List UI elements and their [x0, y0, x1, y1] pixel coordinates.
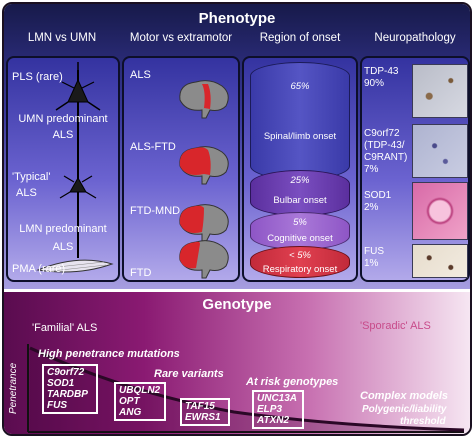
bulbar-onset-percent: 25% [290, 175, 310, 186]
neuropathology-panel: TDP-43 90% C9orf72 (TDP-43/ C9RANT) 7% S… [360, 56, 470, 282]
gene-label: EWRS1 [185, 412, 221, 423]
complex-models-detail-2: threshold [400, 416, 446, 427]
fus-name: FUS [364, 246, 384, 257]
ftd-label: FTD [130, 267, 152, 279]
sod1-label: SOD1 2% [364, 190, 391, 214]
cognitive-onset-cylinder: 5% Cognitive onset [250, 212, 350, 250]
bulbar-onset-cylinder: 25% Bulbar onset [250, 170, 350, 216]
als-label: ALS [130, 69, 151, 81]
spinal-onset-cylinder: 65% Spinal/limb onset [250, 62, 350, 180]
fus-histology-image [412, 244, 468, 278]
motor-extramotor-panel: ALS ALS-FTD FTD-MND FTD [122, 56, 240, 282]
gene-label: SOD1 [47, 378, 75, 389]
tdp43-percent: 90% [364, 78, 385, 89]
respiratory-onset-cylinder: < 5% Respiratory onset [250, 246, 350, 278]
penetrance-axis-label: Penetrance [8, 362, 19, 414]
c9orf72-detail-1: (TDP-43/ [364, 140, 405, 151]
c9orf72-name: C9orf72 [364, 128, 400, 139]
sod1-histology-image [412, 182, 468, 240]
neuron-diagram [36, 62, 114, 273]
umn-predominant-label-2: ALS [52, 129, 74, 141]
tdp43-name: TDP-43 [364, 66, 399, 77]
at-risk-genes-box: UNC13A ELP3 ATXN2 [252, 390, 304, 429]
respiratory-onset-label: Respiratory onset [262, 264, 338, 275]
high-penetrance-heading: High penetrance mutations [38, 348, 180, 360]
typical-label-1: 'Typical' [12, 171, 51, 183]
high-penetrance-genes-box: C9orf72 SOD1 TARDBP FUS [42, 364, 98, 414]
gene-label: TAF15 [185, 401, 215, 412]
genotype-panel: Genotype 'Familial' ALS 'Sporadic' ALS P… [4, 292, 470, 434]
sporadic-als-label: 'Sporadic' ALS [360, 320, 431, 332]
lmn-predominant-label-2: ALS [52, 241, 74, 253]
at-risk-heading: At risk genotypes [246, 376, 339, 388]
gene-label: OPT [119, 396, 140, 407]
complex-models-heading: Complex models [360, 390, 449, 402]
fus-percent: 1% [364, 258, 379, 269]
gene-label: UBQLN2 [119, 385, 161, 396]
brain-icon [179, 204, 229, 243]
lmn-umn-panel: PLS (rare) UMN predominant ALS 'Typical'… [6, 56, 120, 282]
spinal-onset-percent: 65% [290, 81, 310, 92]
gene-label: TARDBP [47, 389, 88, 400]
penetrance-axes [27, 344, 465, 433]
genotype-title: Genotype [202, 296, 272, 313]
ftd-mnd-label: FTD-MND [130, 205, 181, 217]
c9orf72-histology-image [412, 124, 468, 178]
cognitive-onset-percent: 5% [293, 217, 307, 228]
als-ftd-label: ALS-FTD [130, 141, 176, 153]
sod1-percent: 2% [364, 202, 379, 213]
brain-icon [179, 80, 229, 119]
cognitive-onset-label: Cognitive onset [267, 233, 333, 244]
rare-variant-genes-box-2: TAF15 EWRS1 [180, 398, 230, 426]
column-header-motor: Motor vs extramotor [129, 32, 233, 44]
lmn-predominant-label-1: LMN predominant [19, 223, 107, 235]
c9orf72-detail-2: C9RANT) [364, 152, 408, 163]
gene-label: FUS [47, 400, 67, 411]
gene-label: ATXN2 [257, 415, 290, 426]
gene-label: ANG [119, 407, 142, 418]
gene-label: ELP3 [257, 404, 283, 415]
pma-label: PMA (rare) [12, 263, 66, 275]
rare-variant-genes-box-1: UBQLN2 OPT ANG [114, 382, 166, 421]
gene-label: UNC13A [257, 393, 298, 404]
c9orf72-label: C9orf72 (TDP-43/ C9RANT) 7% [364, 128, 407, 176]
column-header-lmn-umn: LMN vs UMN [27, 32, 97, 44]
typical-label-2: ALS [16, 187, 37, 199]
phenotype-title: Phenotype [198, 10, 276, 27]
phenotype-panel: Phenotype LMN vs UMN Motor vs extramotor… [4, 4, 470, 289]
region-of-onset-panel: 65% Spinal/limb onset 25% Bulbar onset 5… [242, 56, 358, 282]
c9orf72-percent: 7% [364, 164, 379, 175]
spinal-onset-label: Spinal/limb onset [263, 131, 337, 142]
gene-label: C9orf72 [47, 367, 85, 378]
familial-als-label: 'Familial' ALS [32, 322, 98, 334]
complex-models-detail-1: Polygenic/liability [362, 404, 447, 415]
brain-icon [179, 146, 229, 185]
rare-variants-heading: Rare variants [154, 368, 224, 380]
bulbar-onset-label: Bulbar onset [273, 195, 327, 206]
tdp43-label: TDP-43 90% [364, 66, 398, 90]
column-header-region: Region of onset [259, 32, 341, 44]
brain-icon [179, 240, 229, 279]
fus-label: FUS 1% [364, 246, 384, 270]
column-header-neuropathology: Neuropathology [374, 32, 456, 44]
pls-label: PLS (rare) [12, 71, 63, 83]
sod1-name: SOD1 [364, 190, 392, 201]
tdp43-histology-image [412, 64, 468, 118]
respiratory-onset-percent: < 5% [289, 250, 311, 261]
umn-predominant-label-1: UMN predominant [18, 113, 108, 125]
